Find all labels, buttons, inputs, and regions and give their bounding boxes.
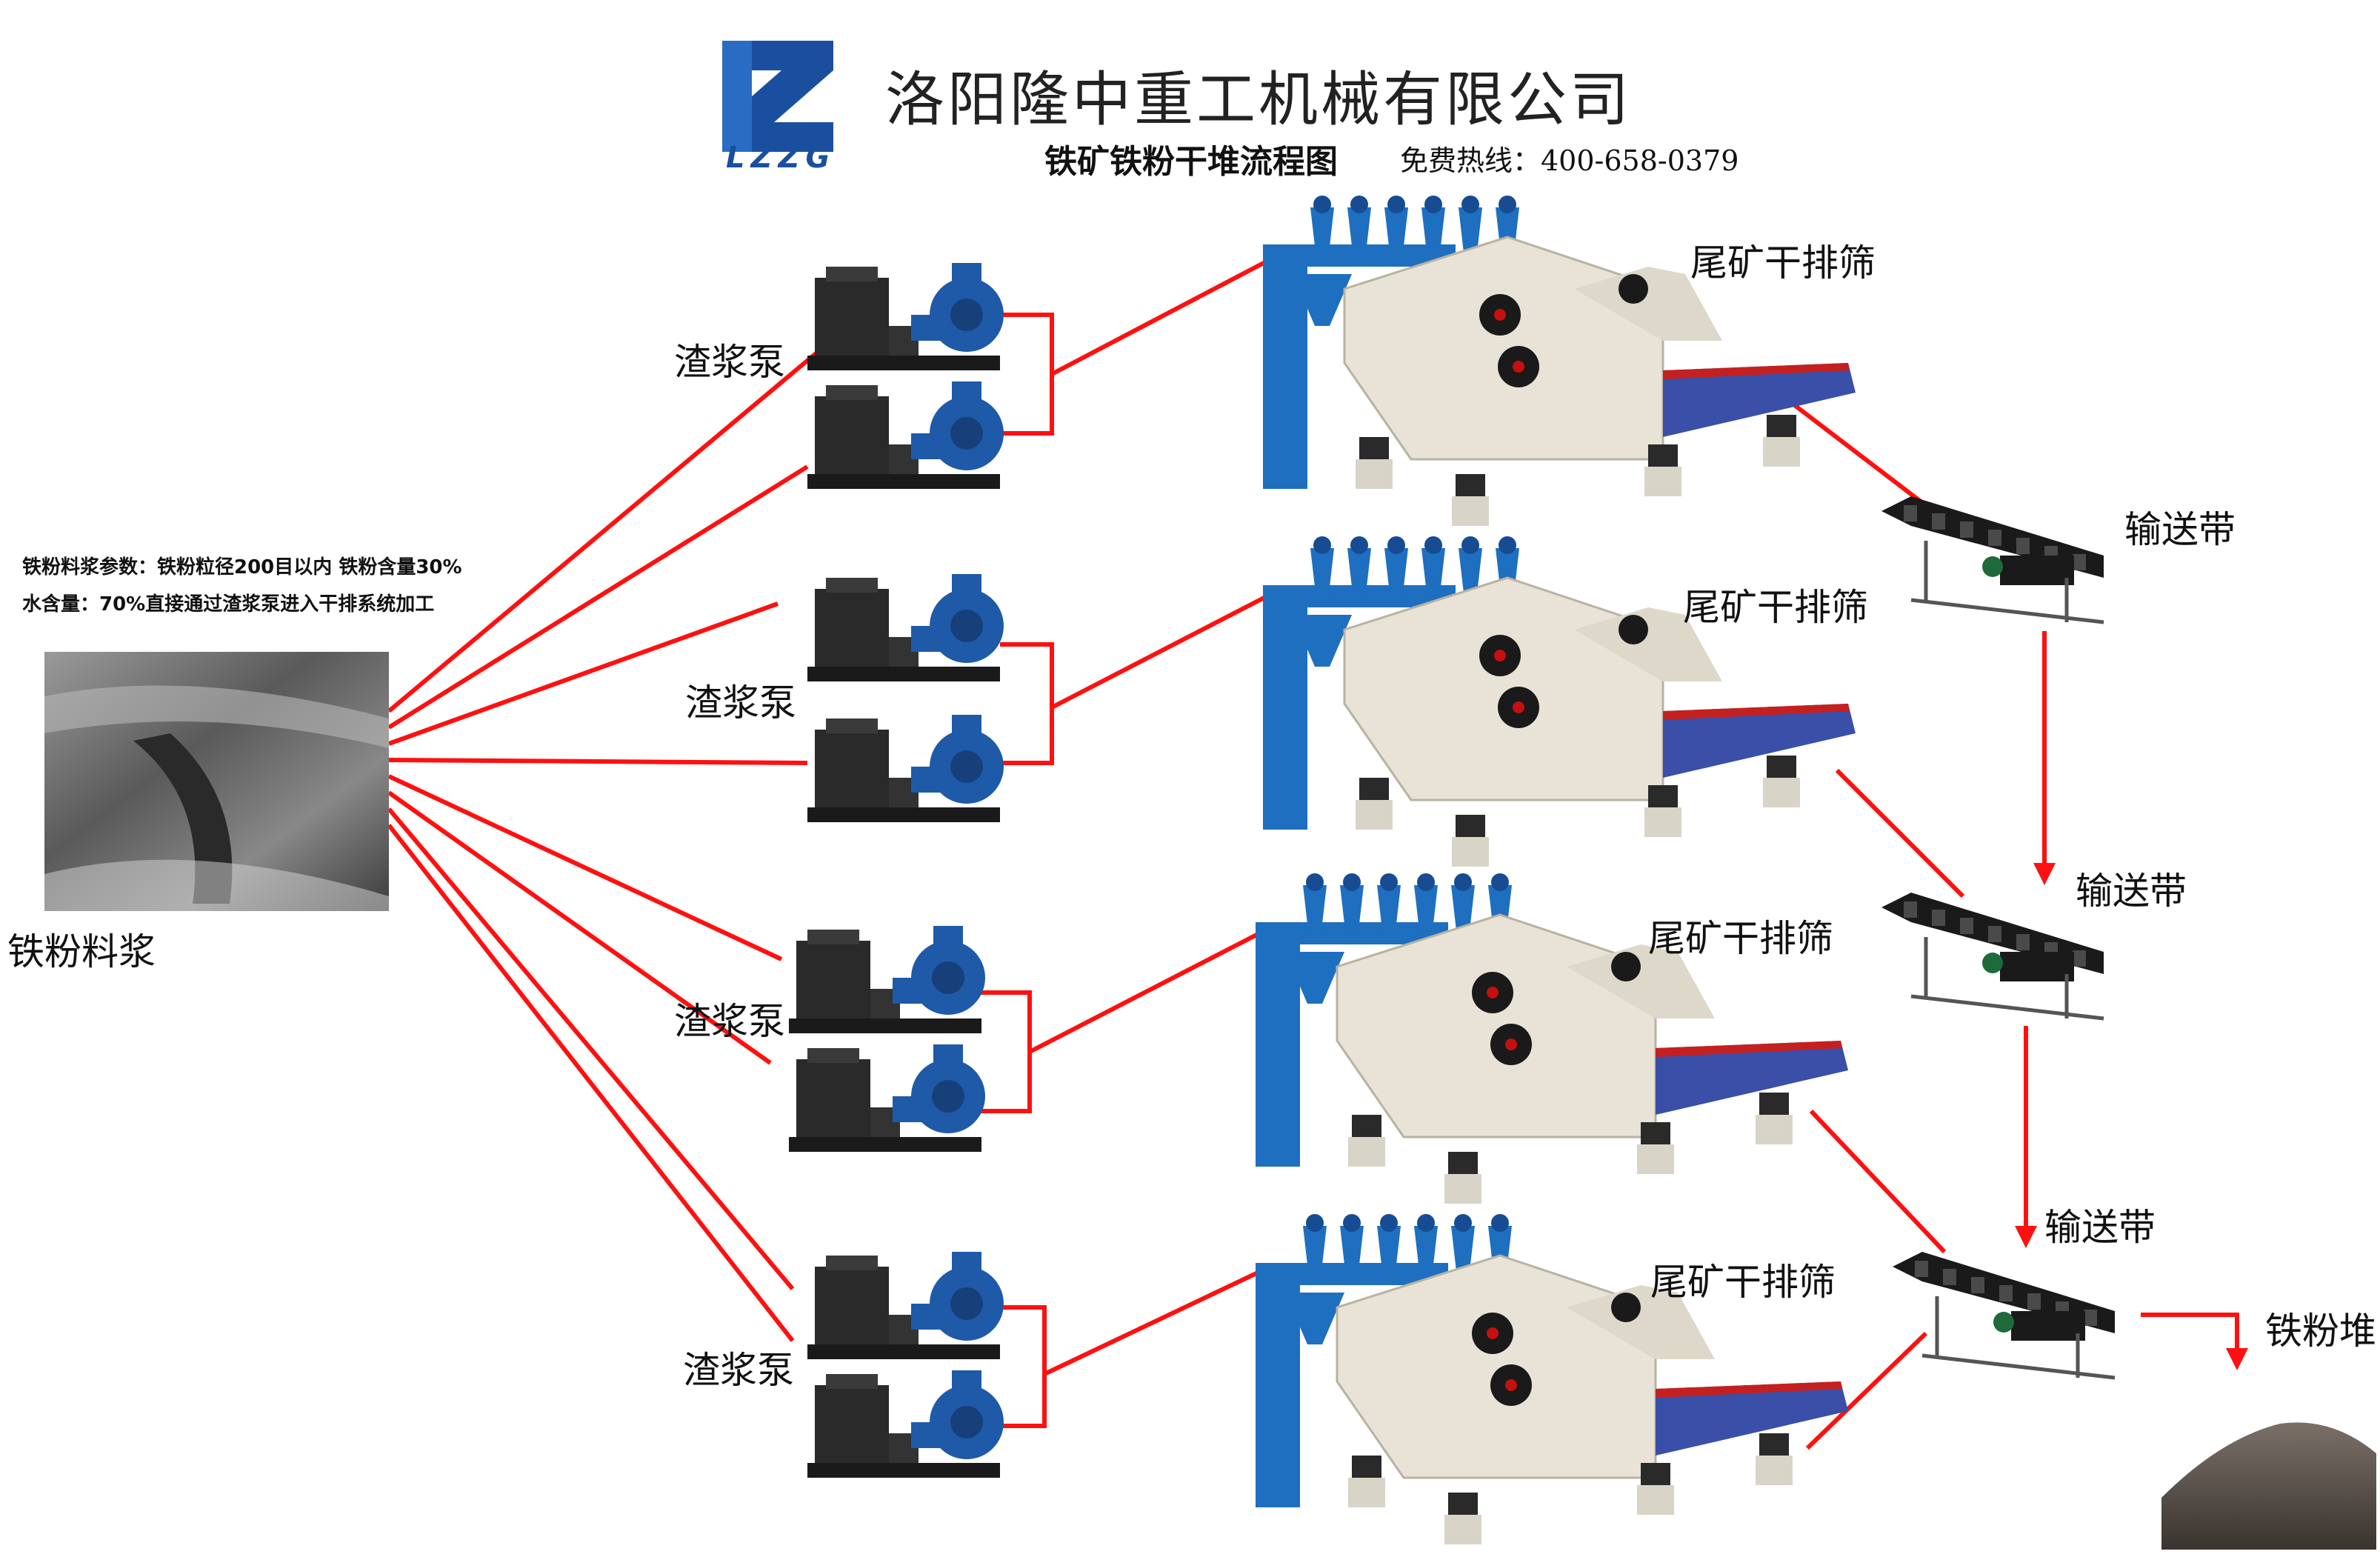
- pump-group-label-2: 渣浆泵: [685, 681, 796, 724]
- pump-bracket-2: [1000, 642, 1054, 765]
- screen-label-1: 尾矿干排筛: [1690, 241, 1876, 284]
- screen-to-conveyor-1: [1791, 401, 1935, 513]
- belt-conveyor-2: [1881, 893, 2104, 1021]
- screen-label-2: 尾矿干排筛: [1683, 586, 1868, 629]
- hotline: 免费热线：400-658-0379: [1400, 144, 1739, 177]
- diagram-title: 铁矿铁粉干堆流程图: [1044, 143, 1338, 181]
- conveyor-label-2: 输送带: [2076, 870, 2187, 913]
- slurry-pump-3: [807, 574, 1004, 681]
- conveyor-to-pile: [2141, 1313, 2248, 1370]
- iron-pile-label: 铁粉堆: [2265, 1310, 2376, 1353]
- equipment: [44, 41, 2376, 1550]
- pump-to-screen-1: [1050, 253, 1279, 376]
- feed-line-5: [387, 774, 783, 961]
- slurry-pump-8: [807, 1370, 1004, 1478]
- belt-conveyor-1: [1881, 496, 2104, 624]
- slurry-photo: [44, 652, 389, 911]
- conveyor-label-1: 输送带: [2124, 508, 2236, 551]
- slurry-label: 铁粉料浆: [7, 930, 156, 973]
- dewatering-screen-1: [1263, 196, 1856, 526]
- feed-line-2: [387, 464, 809, 730]
- logo-wordmark: LZZG: [726, 141, 836, 175]
- pump-to-screen-2: [1050, 590, 1276, 710]
- dewatering-screen-3: [1256, 873, 1848, 1204]
- feed-line-1: [387, 346, 824, 713]
- slurry-pump-5: [789, 926, 985, 1033]
- belt-conveyor-3: [1893, 1252, 2116, 1380]
- screen-label-3: 尾矿干排筛: [1648, 917, 1833, 960]
- pump-bracket-3: [978, 990, 1032, 1113]
- slurry-pump-6: [789, 1044, 985, 1152]
- iron-pile-photo: [2161, 1409, 2376, 1550]
- pump-group-label-1: 渣浆泵: [674, 341, 785, 384]
- slurry-params-line2: 水含量：70%直接通过渣浆泵进入干排系统加工: [22, 593, 435, 616]
- slurry-pump-4: [807, 715, 1004, 822]
- slurry-pump-2: [807, 381, 1004, 489]
- screen-label-4: 尾矿干排筛: [1650, 1261, 1836, 1304]
- feed-line-7: [387, 807, 795, 1290]
- feed-line-6: [387, 790, 772, 1065]
- company-name: 洛阳隆中重工机械有限公司: [885, 65, 1632, 134]
- feed-line-8: [387, 824, 795, 1342]
- feed-line-4: [388, 758, 808, 765]
- conveyor-label-3: 输送带: [2044, 1206, 2156, 1249]
- feed-line-3: [387, 601, 779, 746]
- pump-bracket-4: [1000, 1305, 1047, 1428]
- dewatering-screen-2: [1263, 536, 1856, 867]
- screen-to-conveyor-3: [1809, 1109, 1947, 1254]
- pump-to-screen-3: [1028, 927, 1268, 1054]
- pump-bracket-1: [1000, 313, 1054, 436]
- pump-to-screen-4: [1043, 1264, 1272, 1376]
- pump-group-label-3: 渣浆泵: [674, 1000, 785, 1043]
- slurry-pump-7: [807, 1252, 1004, 1359]
- logo-icon: [722, 41, 833, 152]
- slurry-pump-1: [807, 263, 1004, 370]
- pump-group-label-4: 渣浆泵: [683, 1349, 794, 1392]
- slurry-params-line1: 铁粉料浆参数：铁粉粒径200目以内 铁粉含量30%: [22, 556, 462, 579]
- dewatering-screen-4: [1256, 1214, 1848, 1544]
- screen-to-conveyor-2: [1835, 768, 1965, 898]
- screen-to-conveyor-4: [1805, 1331, 1928, 1450]
- flow-lines: [387, 253, 2248, 1450]
